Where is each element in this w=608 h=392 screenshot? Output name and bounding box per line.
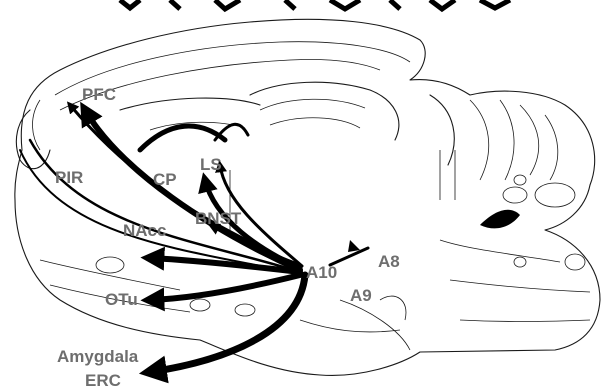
label-nacc: NAcc [123,221,166,240]
label-otu: OTu [105,290,138,309]
cerebellum [430,95,575,207]
dopamine-pathways [20,105,368,372]
label-ls: LS [200,155,222,174]
label-a9: A9 [350,286,372,305]
pathway-to-otu [150,275,300,300]
label-erc: ERC [85,371,121,390]
label-bnst: BNST [195,209,242,228]
label-cp: CP [153,170,177,189]
pathway-to-pfc [85,110,300,270]
region-labels: PFC PIR CP LS BNST NAcc A10 A8 A9 OTu Am… [55,85,400,390]
brain-outline [15,19,600,375]
label-pfc: PFC [82,85,116,104]
cropped-title-fragment [100,0,540,12]
label-a10: A10 [306,263,337,282]
label-amygdala: Amygdala [57,347,139,366]
label-pir: PIR [55,168,83,187]
label-a8: A8 [378,252,400,271]
